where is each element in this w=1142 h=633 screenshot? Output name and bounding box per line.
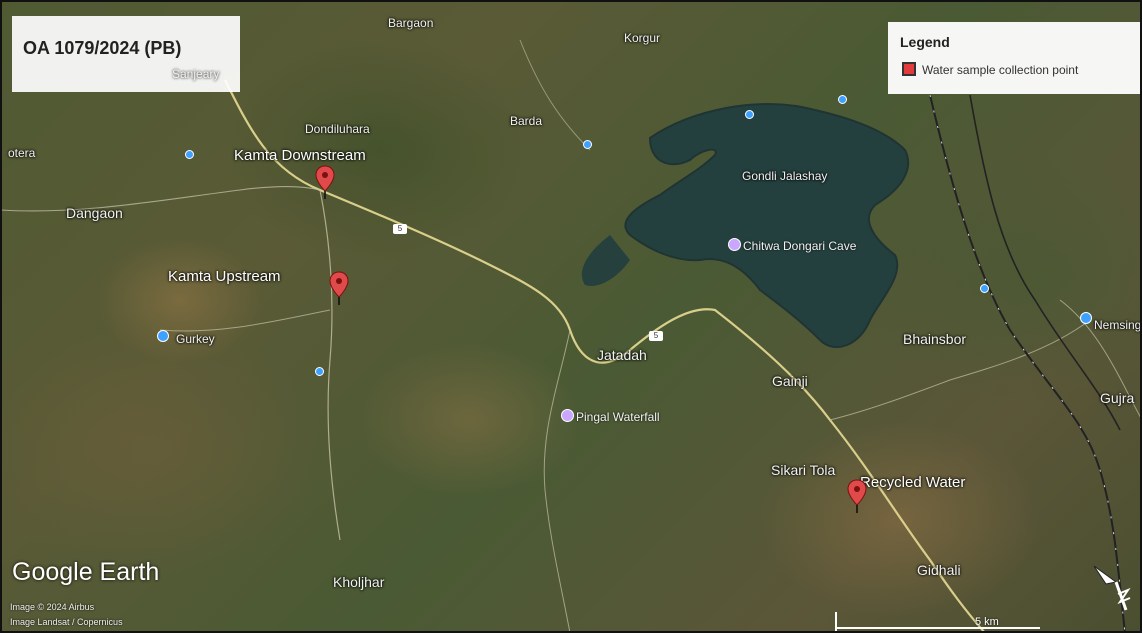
- legend-heading: Legend: [900, 34, 950, 50]
- location-marker-icon[interactable]: [838, 95, 847, 104]
- place-label: Nemsing: [1094, 318, 1142, 332]
- google-earth-logo: Google Earth: [12, 558, 160, 586]
- place-label: Bargaon: [388, 16, 434, 30]
- image-credit: Image © 2024 Airbus: [10, 602, 95, 612]
- map-title-box: OA 1079/2024 (PB): [12, 16, 240, 92]
- map-pin-icon[interactable]: [329, 271, 349, 305]
- place-label: Barda: [510, 114, 543, 128]
- poi-cave[interactable]: Chitwa Dongari Cave: [728, 238, 856, 253]
- location-marker-icon[interactable]: [980, 284, 989, 293]
- location-marker-icon[interactable]: [157, 330, 169, 342]
- location-marker-icon[interactable]: [185, 150, 194, 159]
- reservoir: [624, 103, 910, 349]
- place-label: Gondli Jalashay: [742, 169, 828, 183]
- legend-item: Water sample collection point: [902, 62, 1078, 77]
- sample-point-label: Kamta Upstream: [168, 268, 281, 285]
- place-label: Bhainsbor: [903, 331, 967, 347]
- north-arrow-icon[interactable]: [1090, 560, 1136, 616]
- place-label: Korgur: [624, 31, 661, 45]
- poi-waterfall[interactable]: Pingal Waterfall: [561, 409, 660, 424]
- place-label: Gainji: [772, 373, 808, 389]
- place-label: otera: [8, 146, 36, 160]
- location-marker-icon[interactable]: [315, 367, 324, 376]
- place-label: Sanjeary: [172, 67, 220, 81]
- legend-panel: Legend Water sample collection point: [888, 22, 1140, 94]
- place-label: Jatadah: [597, 347, 647, 363]
- place-label: Dondiluhara: [305, 122, 370, 136]
- marker-swatch-icon: [902, 62, 916, 76]
- map-pin-icon[interactable]: [847, 479, 867, 513]
- poi-icon: [728, 238, 741, 251]
- sample-point-label: Recycled Water: [860, 474, 966, 491]
- image-credit: Image Landsat / Copernicus: [10, 617, 123, 627]
- place-label: Gurkey: [176, 332, 215, 346]
- highway-shield: 5: [649, 331, 663, 341]
- sample-point-label: Kamta Downstream: [234, 147, 366, 164]
- poi-icon: [561, 409, 574, 422]
- location-marker-icon[interactable]: [745, 110, 754, 119]
- place-label: Sikari Tola: [771, 462, 836, 478]
- map-title: OA 1079/2024 (PB): [23, 38, 182, 58]
- railway-line: [929, 94, 1126, 633]
- place-label: Dangaon: [66, 205, 123, 221]
- location-marker-icon[interactable]: [583, 140, 592, 149]
- highway-road: [224, 79, 986, 633]
- place-label: Gujra: [1100, 390, 1135, 406]
- highway-shield: 5: [393, 224, 407, 234]
- location-marker-icon[interactable]: [1080, 312, 1092, 324]
- legend-item-label: Water sample collection point: [922, 63, 1079, 77]
- place-label: Kholjhar: [333, 574, 385, 590]
- scale-label: 5 km: [975, 616, 999, 628]
- place-label: Gidhali: [917, 562, 961, 578]
- map-pin-icon[interactable]: [315, 165, 335, 199]
